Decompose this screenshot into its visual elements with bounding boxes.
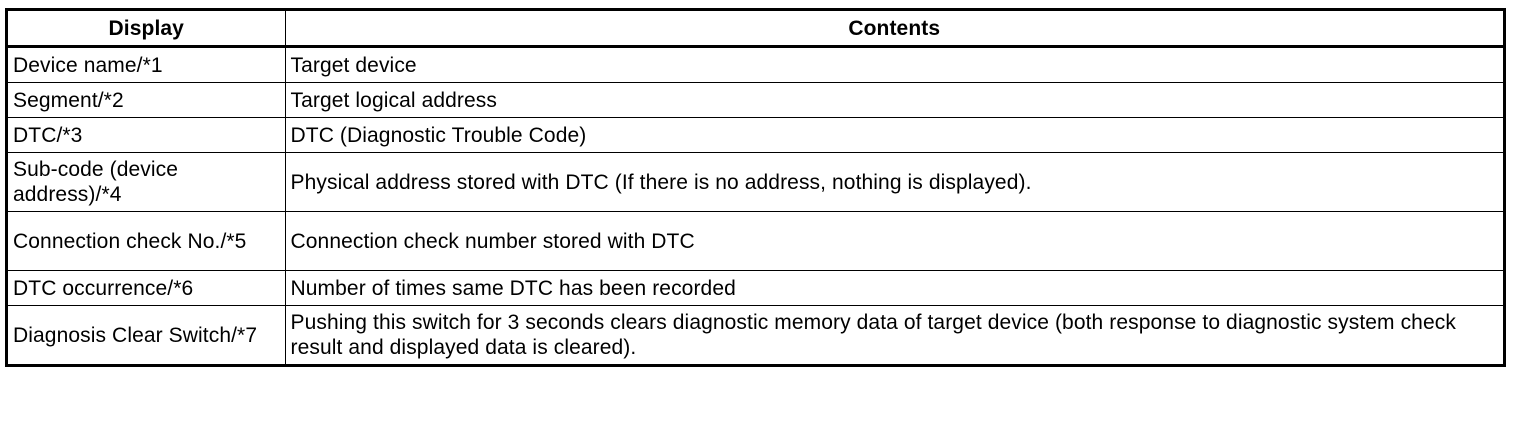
table-row: Connection check No./*5 Connection check… [8, 211, 1503, 271]
contents-cell: Physical address stored with DTC (If the… [284, 152, 1503, 212]
display-cell: Segment/*2 [8, 82, 286, 118]
table-row: Device name/*1 Target device [8, 46, 1503, 83]
table-row: Sub-code (device address)/*4 Physical ad… [8, 152, 1503, 212]
contents-cell: Number of times same DTC has been record… [284, 270, 1503, 306]
display-cell: Connection check No./*5 [8, 211, 286, 271]
contents-cell: Connection check number stored with DTC [284, 211, 1503, 271]
header-display: Display [8, 11, 286, 48]
display-cell: Diagnosis Clear Switch/*7 [8, 305, 286, 364]
table-header-row: Display Contents [8, 11, 1503, 48]
display-cell: DTC occurrence/*6 [8, 270, 286, 306]
table-row: Diagnosis Clear Switch/*7 Pushing this s… [8, 305, 1503, 364]
display-cell: Sub-code (device address)/*4 [8, 152, 286, 212]
contents-cell: Target device [284, 46, 1503, 83]
display-contents-table-frame: Display Contents Device name/*1 Target d… [5, 8, 1506, 367]
table-row: Segment/*2 Target logical address [8, 82, 1503, 118]
table-row: DTC occurrence/*6 Number of times same D… [8, 270, 1503, 306]
display-contents-table: Display Contents Device name/*1 Target d… [8, 11, 1503, 364]
contents-cell: Target logical address [284, 82, 1503, 118]
table-row: DTC/*3 DTC (Diagnostic Trouble Code) [8, 117, 1503, 153]
display-cell: Device name/*1 [8, 46, 286, 83]
header-contents: Contents [284, 11, 1503, 48]
contents-cell: DTC (Diagnostic Trouble Code) [284, 117, 1503, 153]
contents-cell: Pushing this switch for 3 seconds clears… [284, 305, 1503, 364]
display-cell: DTC/*3 [8, 117, 286, 153]
